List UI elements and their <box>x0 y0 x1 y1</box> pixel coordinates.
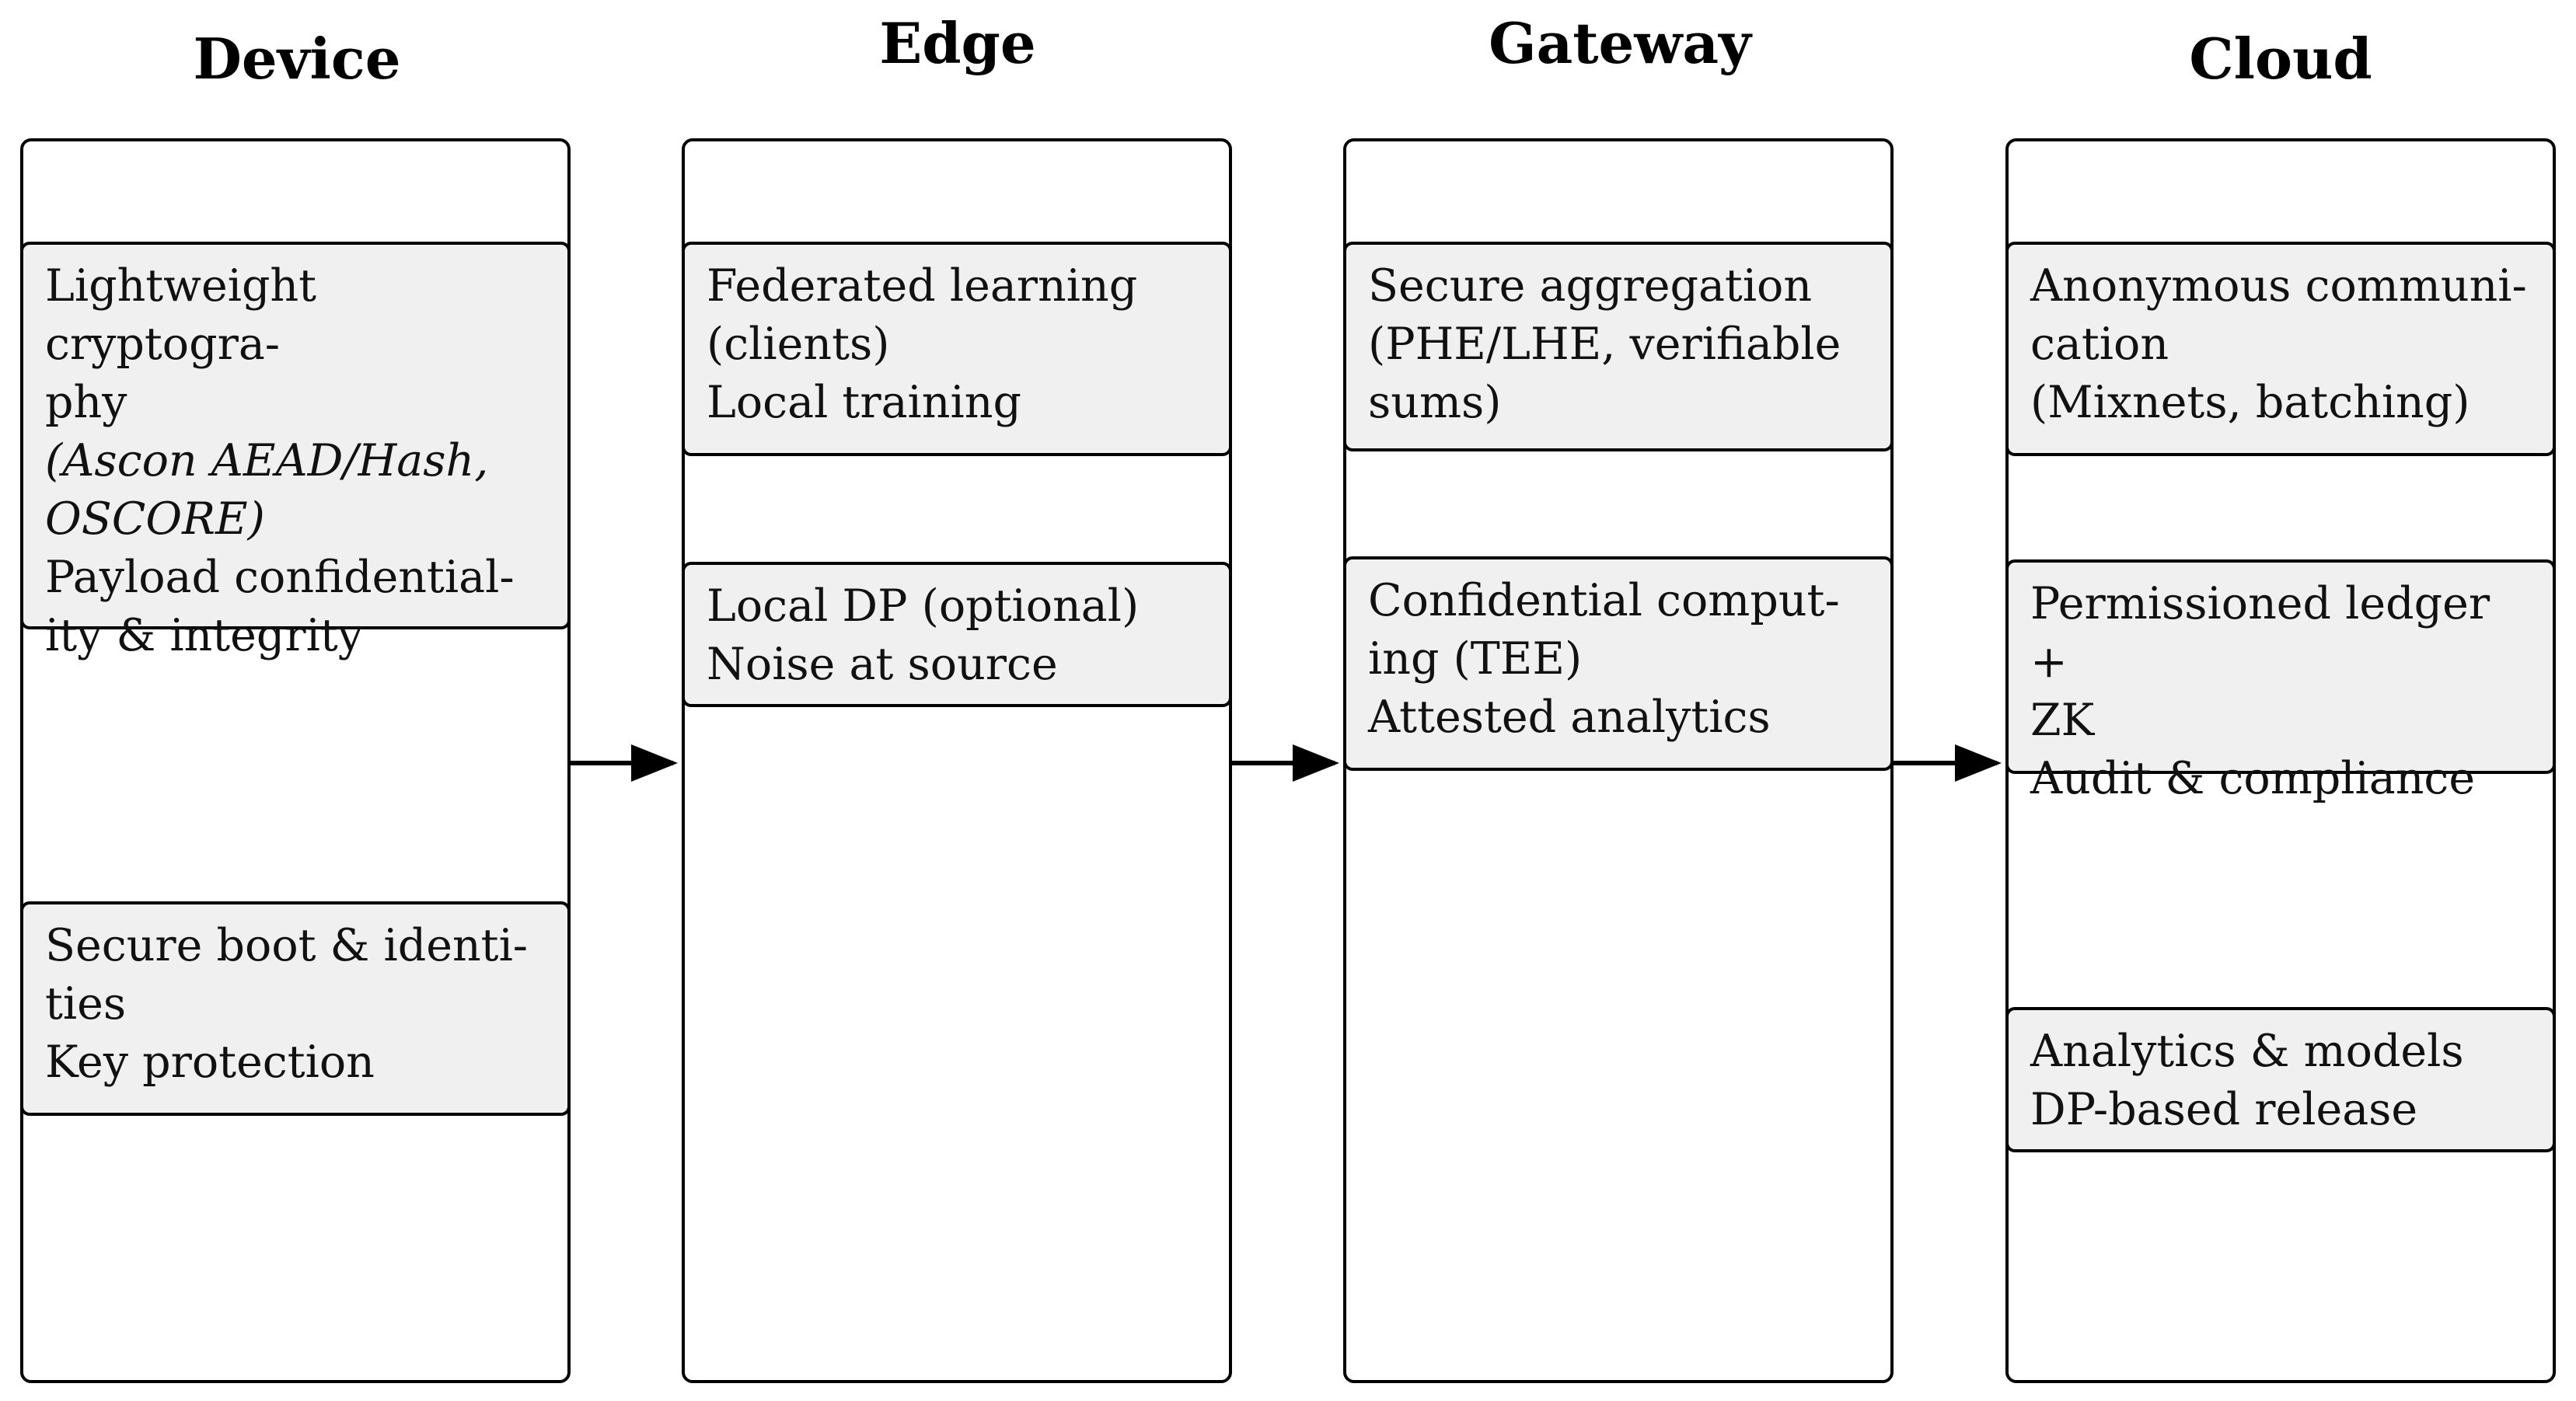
card-line: (clients) <box>707 319 890 370</box>
card-line: cation <box>2030 319 2169 370</box>
card-line: ity & integrity <box>45 610 363 661</box>
card-analytics-models: Analytics & models DP-based release <box>2005 1007 2556 1152</box>
card-line: Analytics & models <box>2030 1026 2464 1077</box>
column-title-gateway: Gateway <box>1489 10 1751 76</box>
card-line: ZK <box>2030 695 2095 746</box>
card-line: Audit & compliance <box>2030 753 2476 804</box>
card-local-dp: Local DP (optional) Noise at source <box>682 562 1232 707</box>
card-line: Secure boot & identi- <box>45 920 529 971</box>
card-line: sums) <box>1368 377 1502 428</box>
card-permissioned-ledger: Permissioned ledger + ZK Audit & complia… <box>2005 559 2556 804</box>
card-secure-boot: Secure boot & identi- ties Key protectio… <box>20 901 571 1116</box>
card-anonymous-communication: Anonymous communi- cation (Mixnets, batc… <box>2005 242 2556 456</box>
card-line: Permissioned ledger + <box>2030 578 2490 688</box>
card-confidential-computing: Confidential comput- ing (TEE) Attested … <box>1343 556 1894 771</box>
card-line: phy <box>45 377 127 428</box>
card-lightweight-cryptography: Lightweight cryptogra- phy (Ascon AEAD/H… <box>20 242 571 661</box>
card-line: Key protection <box>45 1037 375 1088</box>
card-line-italic: (Ascon AEAD/Hash, <box>45 435 489 486</box>
card-line: Attested analytics <box>1368 692 1771 743</box>
card-line: Local training <box>707 377 1021 428</box>
card-line-italic: OSCORE) <box>45 493 265 545</box>
card-line: (PHE/LHE, verifiable <box>1368 319 1841 370</box>
card-line: Anonymous communi- <box>2030 260 2527 312</box>
card-federated-learning: Federated learning (clients) Local train… <box>682 242 1232 456</box>
card-line: Noise at source <box>707 639 1058 690</box>
card-line: Federated learning <box>707 260 1138 312</box>
card-line: Payload confidential- <box>45 552 515 603</box>
column-title-device: Device <box>193 26 401 92</box>
column-title-cloud: Cloud <box>2189 26 2372 92</box>
card-line: (Mixnets, batching) <box>2030 377 2470 428</box>
card-line: DP-based release <box>2030 1084 2418 1135</box>
card-line: Lightweight cryptogra- <box>45 260 317 370</box>
card-line: ing (TEE) <box>1368 633 1583 685</box>
card-line: Secure aggregation <box>1368 260 1813 312</box>
card-secure-aggregation: Secure aggregation (PHE/LHE, verifiable … <box>1343 242 1894 451</box>
card-line: Local DP (optional) <box>707 580 1140 632</box>
card-line: ties <box>45 978 127 1030</box>
column-title-edge: Edge <box>879 10 1036 76</box>
card-line: Confidential comput- <box>1368 575 1840 626</box>
